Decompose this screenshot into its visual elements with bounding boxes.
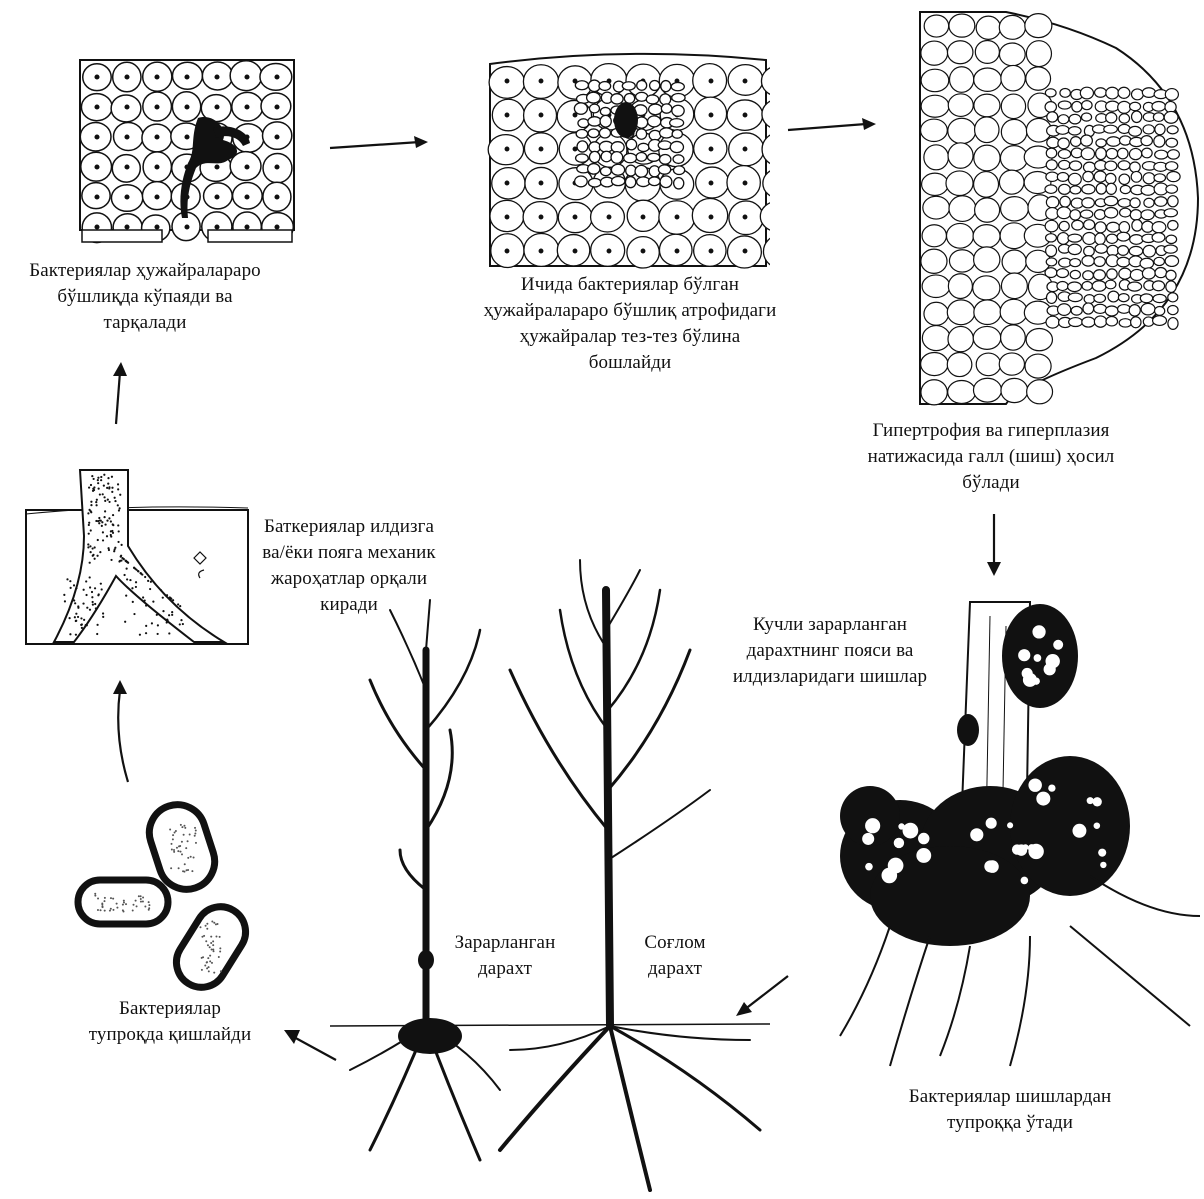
panel-bacteria-spread [78, 58, 298, 248]
panel-gall-formation [916, 8, 1204, 408]
arrow-left [280, 1020, 340, 1064]
panel-trees [330, 530, 790, 1199]
arrow-up [104, 358, 132, 428]
panel-trunk-galls [830, 596, 1204, 1076]
panel-wound-entry [24, 466, 252, 648]
label-infected-tree: Зарарланган дарахт [440, 930, 570, 982]
arrow-right-1 [328, 132, 432, 156]
caption-bacteria-spread: Бактериялар ҳужайралараро бўшлиқда кўпая… [0, 258, 290, 336]
label-healthy-tree: Соғлом дарахт [620, 930, 730, 982]
caption-gall-formation: Гипертрофия ва гиперплазия натижасида га… [836, 418, 1146, 496]
caption-cell-division: Ичида бактериялар бўлган ҳужайралараро б… [440, 272, 820, 376]
panel-bacteria-soil [70, 794, 270, 994]
caption-wound-entry: Баткериялар илдизга ва/ёки пояга механик… [236, 514, 462, 618]
caption-bacteria-soil: Бактериялар тупроқда қишлайди [60, 996, 280, 1048]
panel-cell-division [486, 40, 770, 270]
arrow-up-curved [106, 676, 146, 786]
caption-bacteria-exit: Бактериялар шишлардан тупроққа ўтади [850, 1084, 1170, 1136]
arrow-right-2 [786, 114, 882, 138]
arrow-down [982, 512, 1006, 578]
